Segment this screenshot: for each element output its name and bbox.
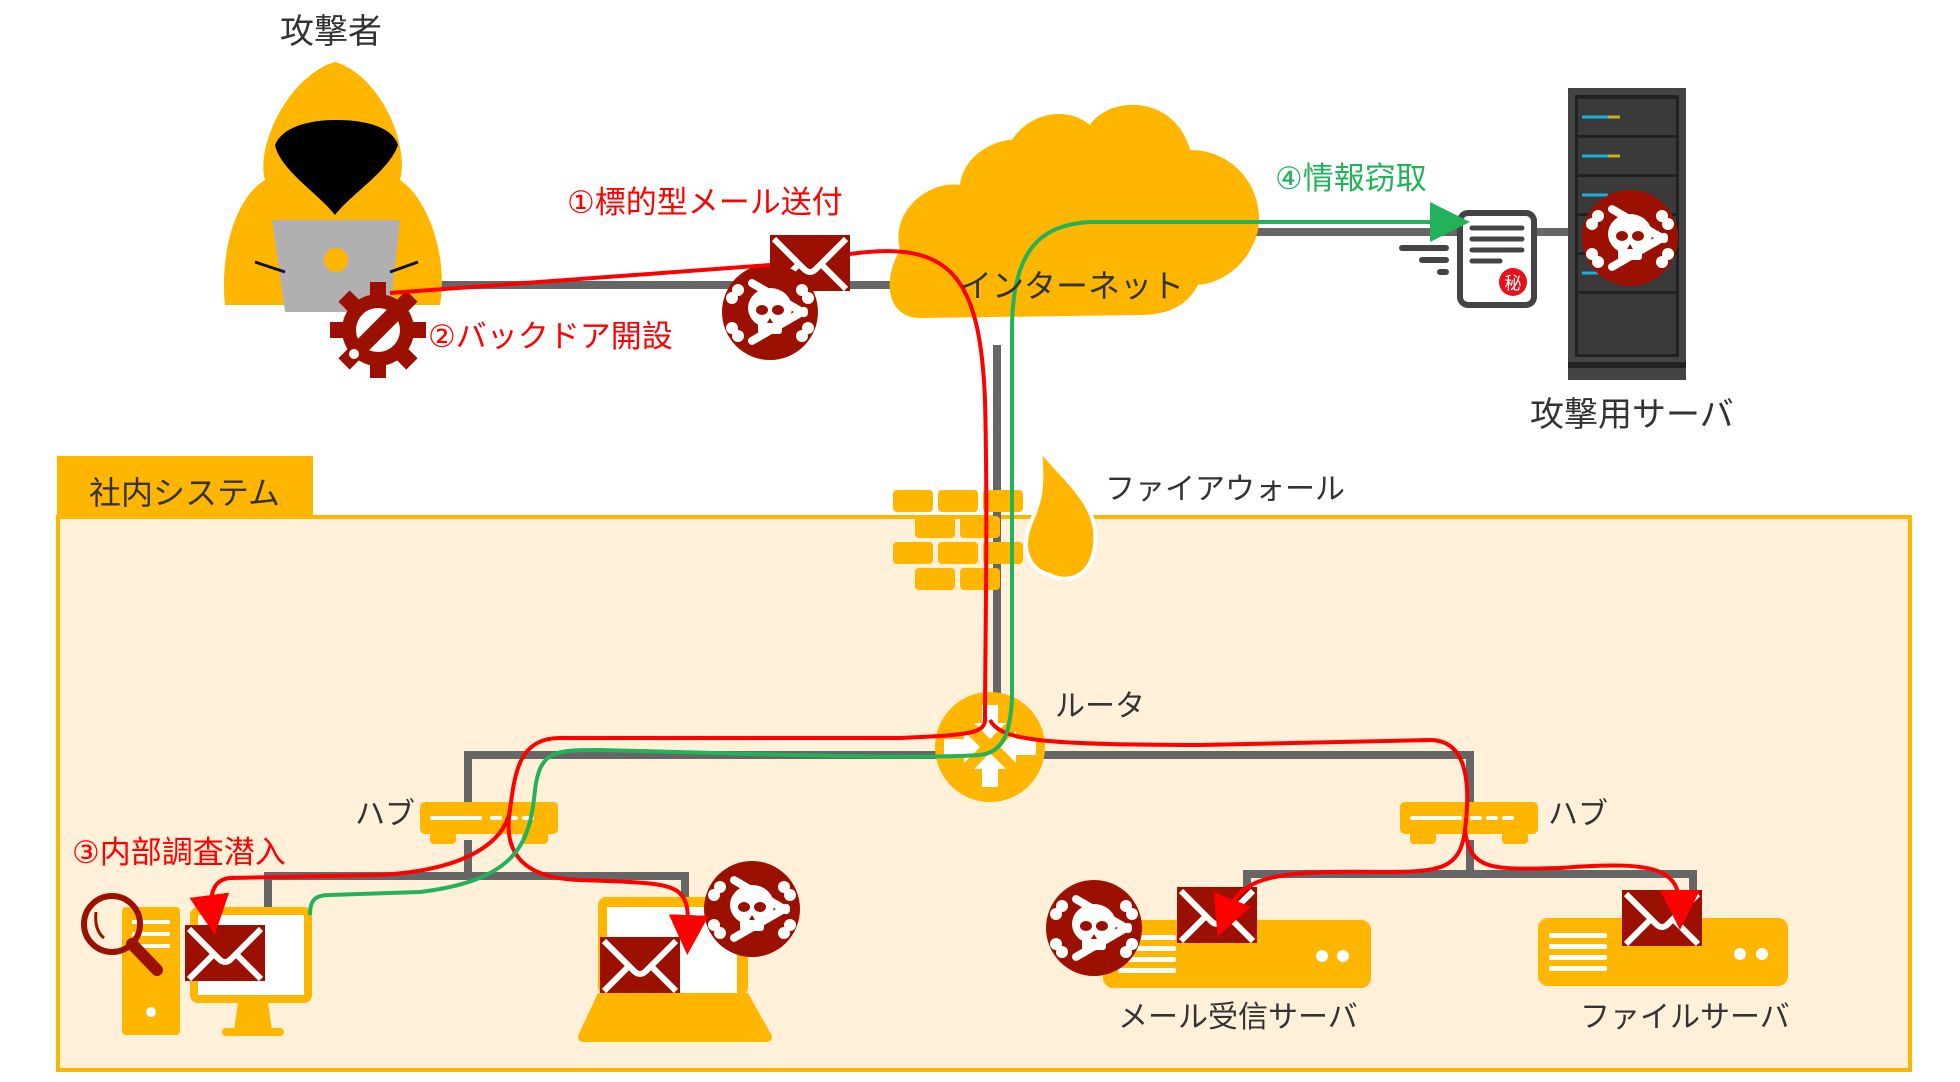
confidential-document-icon: 秘 xyxy=(1399,210,1537,308)
router-icon xyxy=(935,692,1045,802)
step-3-label: ③内部調査潜入 xyxy=(72,835,286,871)
laptop-mail-icon xyxy=(600,937,680,993)
mail-server-label: メール受信サーバ xyxy=(1118,1000,1358,1035)
firewall-label: ファイアウォール xyxy=(1105,472,1345,507)
step-4-label: ④情報窃取 xyxy=(1275,161,1427,197)
step-2-label: ②バックドア開設 xyxy=(428,319,673,355)
attack-server-label: 攻撃用サーバ xyxy=(1530,395,1734,435)
mail-server-mail-icon xyxy=(1177,887,1257,943)
mail-server-malware-icon xyxy=(1046,880,1142,976)
laptop-malware-icon xyxy=(704,861,800,957)
exfil-path xyxy=(308,202,1470,916)
zone-tab: 社内システム xyxy=(57,456,313,518)
internet-label: インターネット xyxy=(960,267,1185,305)
attack-server-malware-icon xyxy=(1582,190,1678,286)
gear-wrench-icon xyxy=(330,282,426,378)
attacker-icon xyxy=(223,62,442,312)
hub-left-label: ハブ xyxy=(355,797,415,832)
secret-stamp: 秘 xyxy=(1505,274,1522,294)
file-server-icon xyxy=(1538,918,1788,986)
step-1-label: ①標的型メール送付 xyxy=(567,185,843,221)
file-server-mail-icon xyxy=(1622,890,1702,946)
desktop-mail-icon xyxy=(185,925,265,981)
attack-path xyxy=(189,249,1700,955)
cloud-icon xyxy=(889,104,1260,318)
phishing-malware-icon xyxy=(722,264,818,360)
file-server-label: ファイルサーバ xyxy=(1580,1000,1790,1035)
hub-right-label: ハブ xyxy=(1548,797,1608,832)
attacker-label: 攻撃者 xyxy=(280,12,382,52)
router-label: ルータ xyxy=(1055,689,1145,724)
magnifier-icon xyxy=(81,893,163,976)
zone-label: 社内システム xyxy=(89,474,281,512)
